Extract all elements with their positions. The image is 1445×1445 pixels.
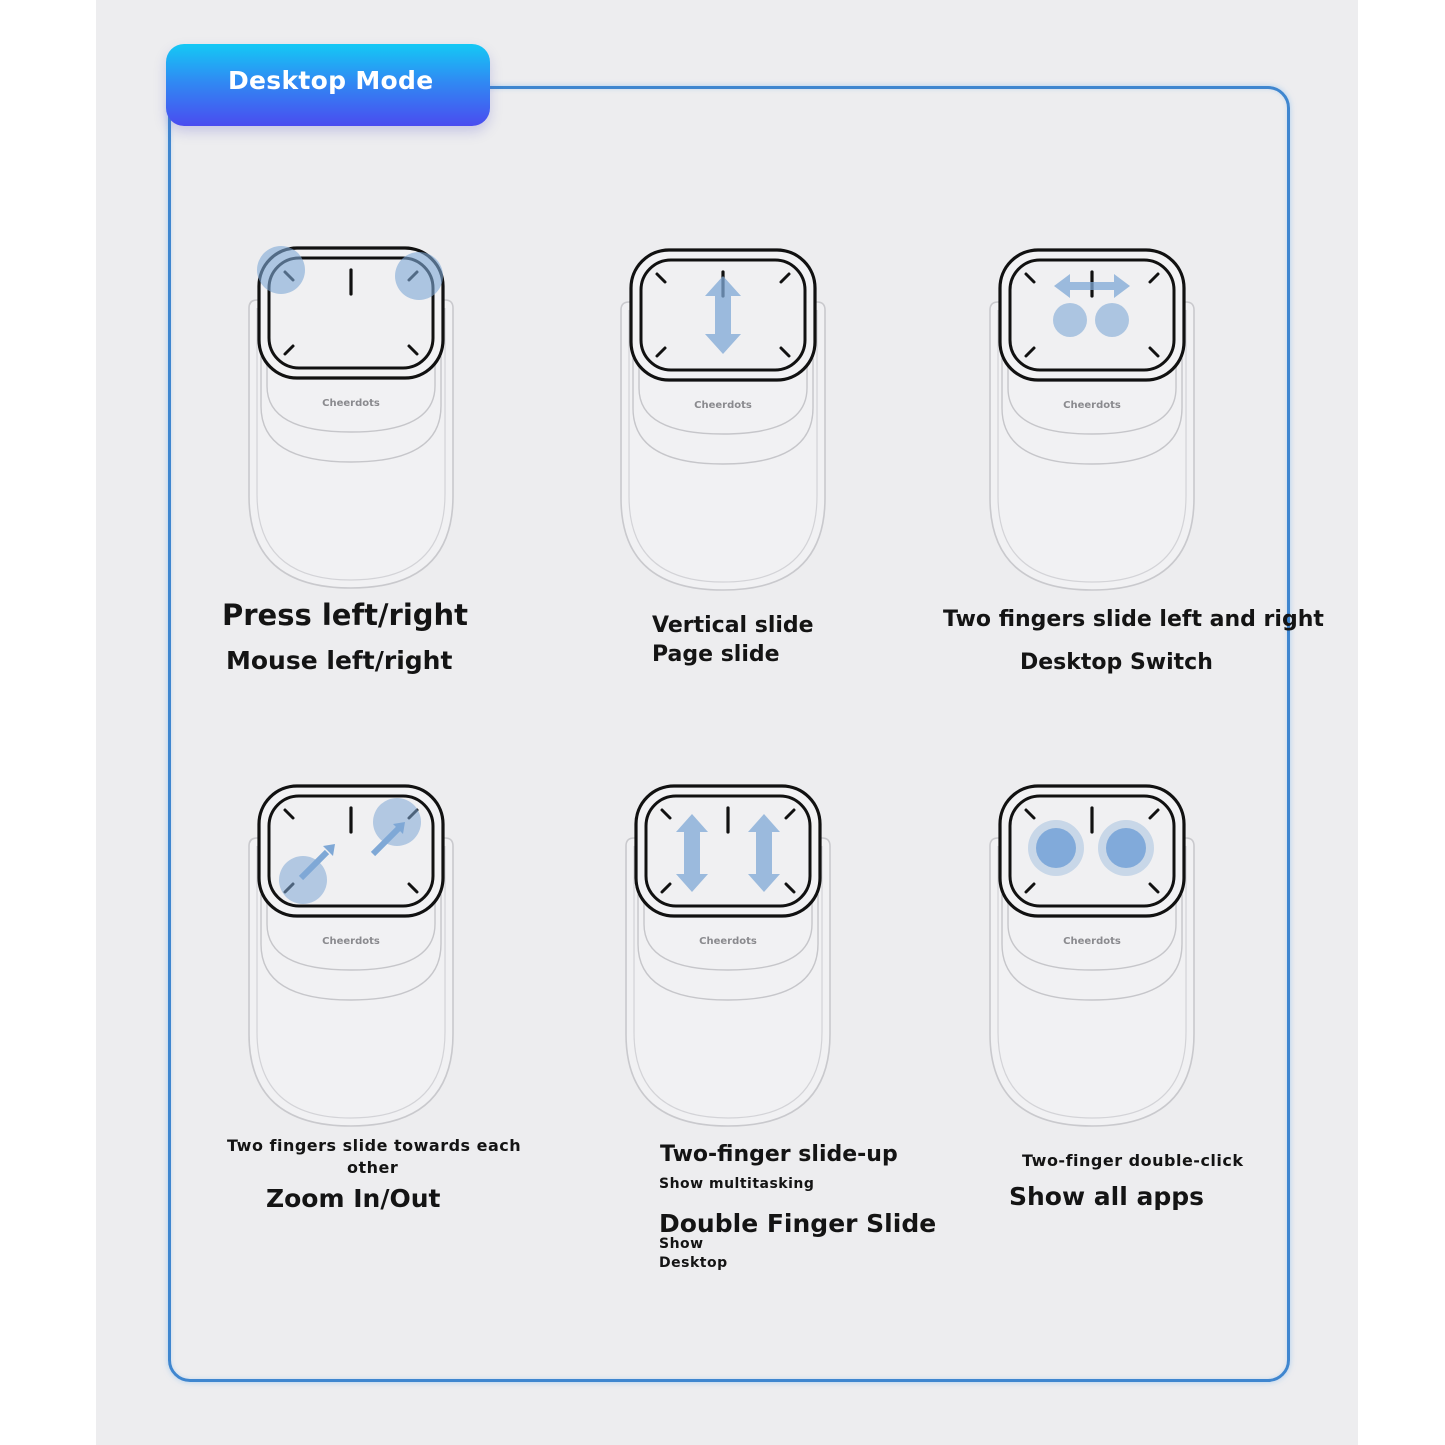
gesture-action-3: Desktop Switch xyxy=(1020,650,1213,675)
desktop-mode-panel xyxy=(168,86,1290,1382)
svg-text:Cheerdots: Cheerdots xyxy=(1063,400,1121,411)
gesture-title-2: Vertical slide xyxy=(652,613,814,638)
gesture-title-6: Two-finger double-click xyxy=(1022,1151,1244,1170)
gesture-title-1: Press left/right xyxy=(222,598,469,632)
gesture-action-5b-line1: Show xyxy=(659,1236,704,1252)
gesture-action-5: Show multitasking xyxy=(659,1176,815,1192)
device-press-left-right: Cheerdots xyxy=(231,236,471,596)
svg-text:Cheerdots: Cheerdots xyxy=(1063,936,1121,947)
gesture-title-3: Two fingers slide left and right xyxy=(943,607,1324,632)
svg-text:Cheerdots: Cheerdots xyxy=(694,400,752,411)
svg-text:Cheerdots: Cheerdots xyxy=(322,936,380,947)
page-background xyxy=(96,0,1358,1445)
mode-title: Desktop Mode xyxy=(228,66,434,95)
gesture-title-5b: Double Finger Slide xyxy=(659,1209,937,1238)
svg-text:Cheerdots: Cheerdots xyxy=(699,936,757,947)
gesture-action-6: Show all apps xyxy=(1009,1182,1205,1211)
gesture-action-5b-line2: Desktop xyxy=(659,1255,728,1271)
device-vertical-slide: Cheerdots xyxy=(603,238,843,598)
gesture-action-2: Page slide xyxy=(652,642,780,667)
device-two-finger-horizontal: Cheerdots xyxy=(972,238,1212,598)
gesture-action-4: Zoom In/Out xyxy=(266,1184,441,1213)
gesture-title-5: Two-finger slide-up xyxy=(660,1142,898,1167)
desktop-mode-badge: Desktop Mode xyxy=(166,44,490,126)
device-pinch-zoom: Cheerdots xyxy=(231,774,471,1134)
gesture-action-1: Mouse left/right xyxy=(226,646,453,675)
gesture-title-4-line1: Two fingers slide towards each xyxy=(227,1136,522,1155)
gesture-title-4-line2: other xyxy=(347,1158,399,1177)
brand-label: Cheerdots xyxy=(322,398,380,409)
device-two-finger-double-click: Cheerdots xyxy=(972,774,1212,1134)
device-two-finger-vertical: Cheerdots xyxy=(608,774,848,1134)
